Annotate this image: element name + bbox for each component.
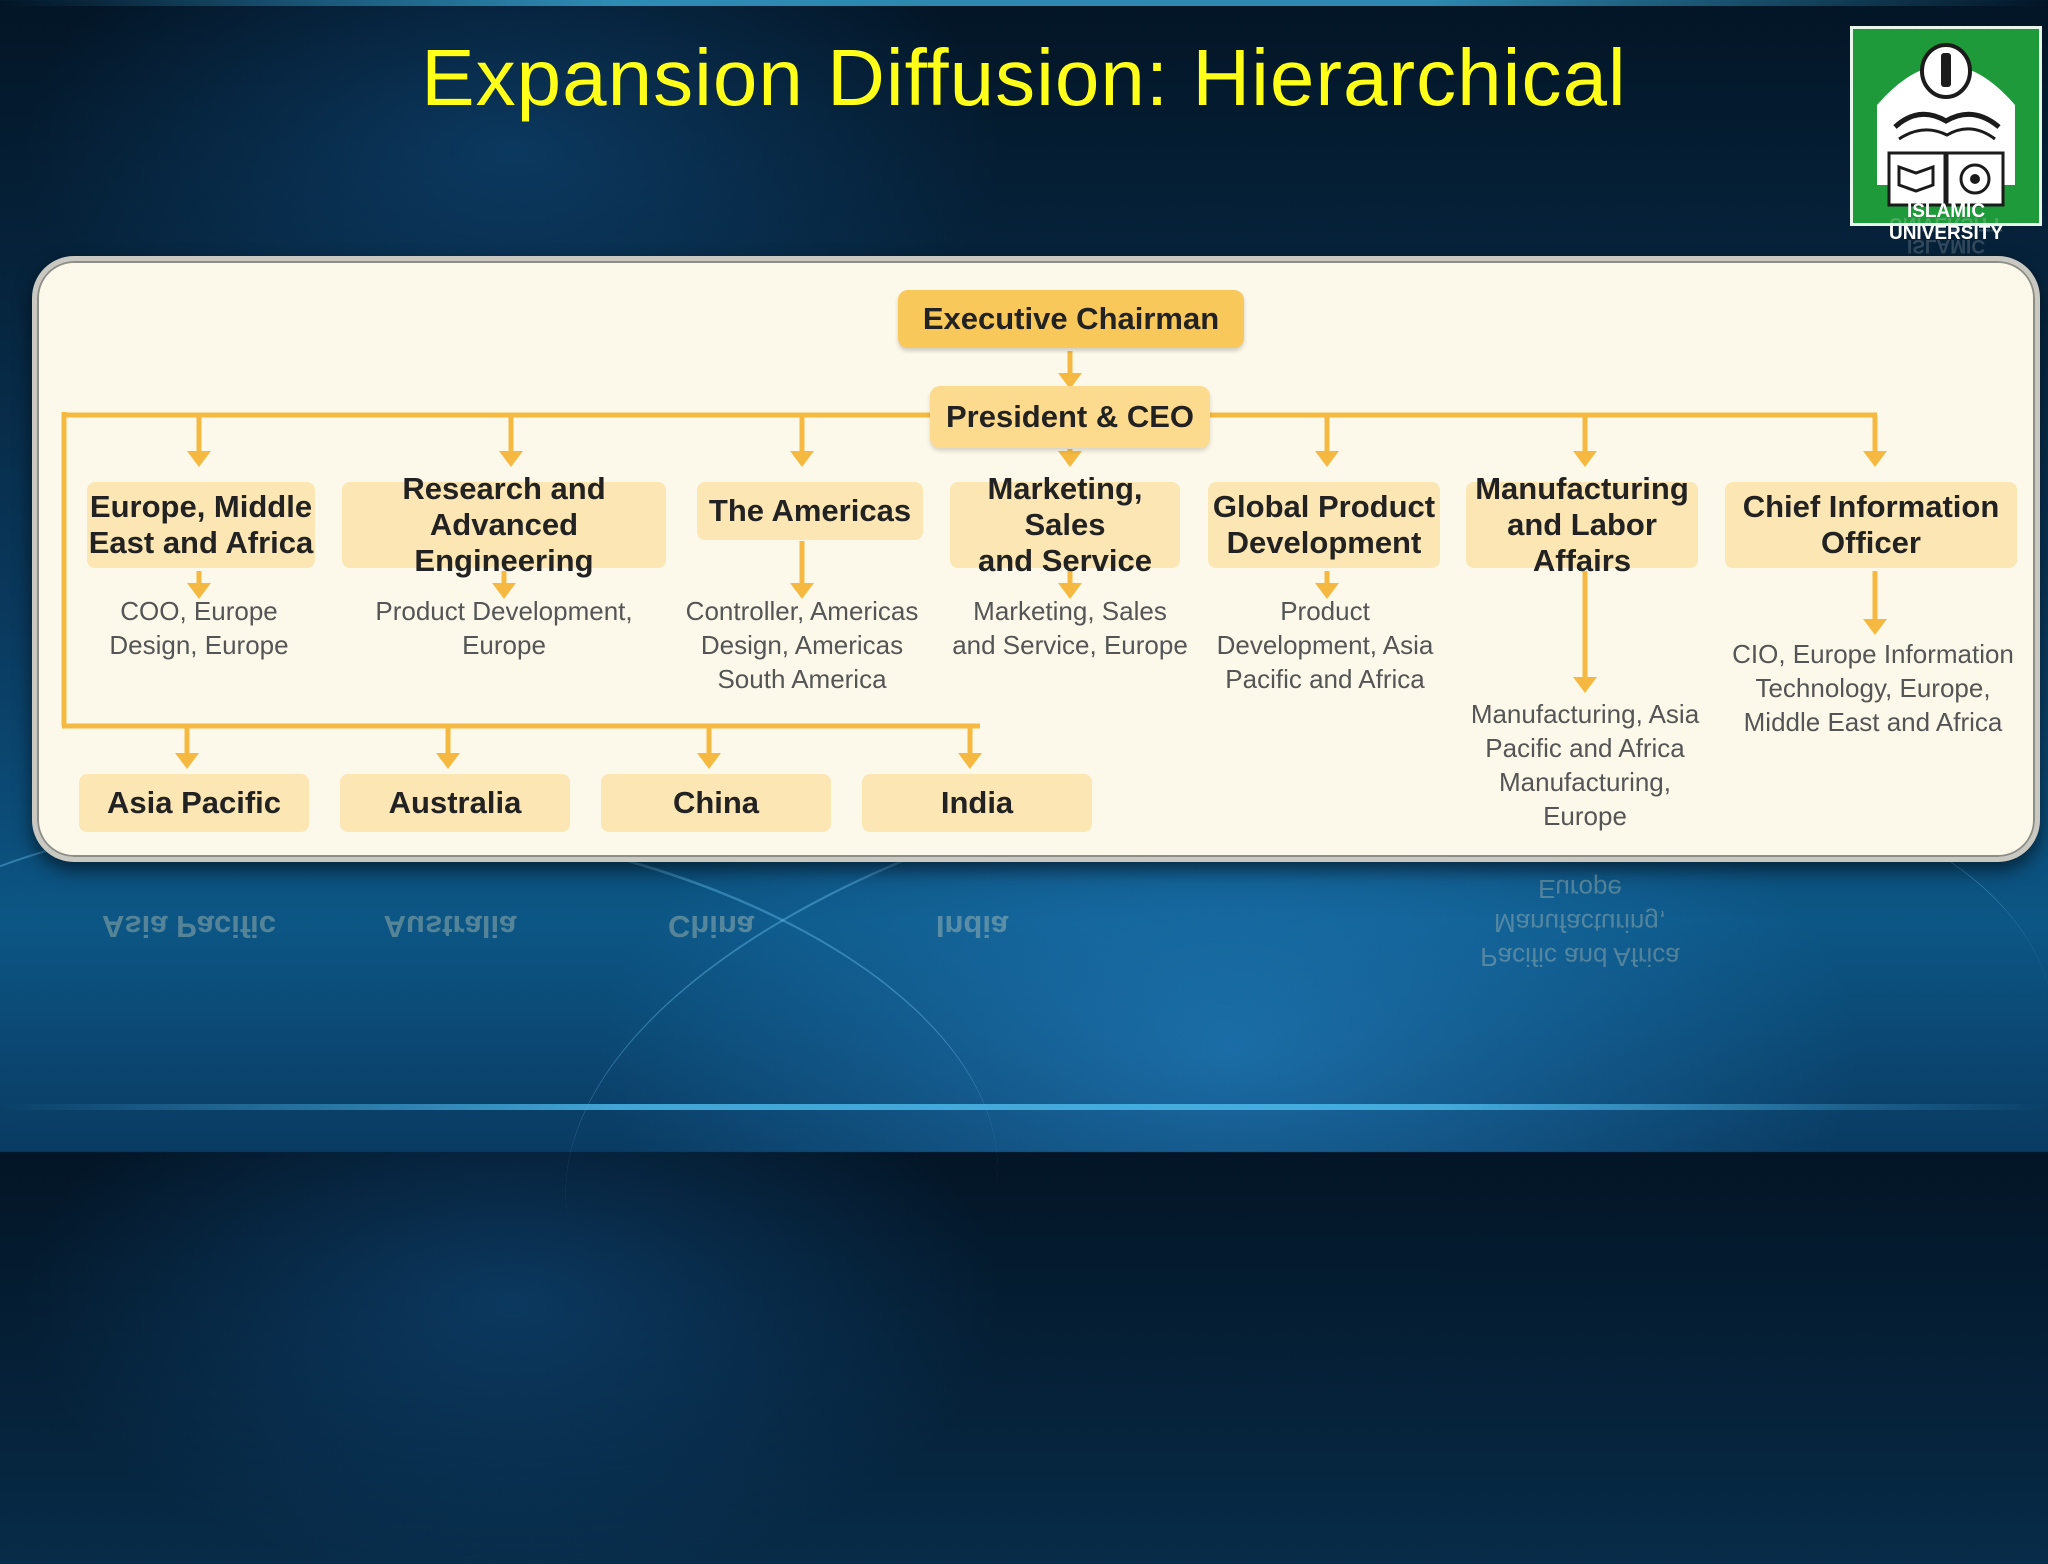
region-box-china: China [601,774,831,832]
division-label: Manufacturing [1475,471,1689,506]
division-label: The Americas [708,493,912,528]
division-label: Marketing, Sales [987,471,1143,542]
subunit-text: South America [717,664,887,694]
subunit-text: Technology, Europe, [1755,673,1991,703]
division-box: Chief Information Officer [1725,482,2017,568]
subunit-text: Europe [1543,801,1627,831]
region-box-australia: Australia [340,774,570,832]
reflection-text: Australia [383,909,517,944]
division-box: Manufacturing and Labor Affairs [1466,471,1698,578]
subunit-text: Manufacturing, Asia [1470,699,1700,729]
executive-chairman-box: Executive Chairman [898,290,1244,348]
division-label: East and Africa [88,525,314,560]
subunit-text: and Service, Europe [952,630,1188,660]
division-label: and Labor Affairs [1507,507,1657,578]
division-subunits: Product Development, Europe [357,594,651,662]
division-box: Research and Advanced Engineering [342,471,666,578]
division-label: Research and [402,471,606,506]
division-box: The Americas [697,482,923,540]
subunit-text: COO, Europe [120,596,278,626]
reflection-subtext: Pacific and Africa Manufacturing, Europe [1450,872,1710,974]
division-label: and Service [977,543,1153,578]
subunit-text: Design, Americas [700,630,904,660]
subunit-text: Design, Europe [109,630,289,660]
reflection-text: China [667,909,755,944]
subunit-text: Middle East and Africa [1743,707,2003,737]
top-accent-line [0,0,2048,6]
division-label: Advanced Engineering [414,507,594,578]
subunit-text: CIO, Europe Information [1732,639,2014,669]
university-emblem-icon [1877,43,2015,207]
reflection-text: Asia Pacific [101,909,277,944]
logo-text: ISLAMIC UNIVERSITY [1888,201,2004,244]
logo-reflection: ISLAMIC UNIVERSITY [1850,213,2042,256]
division-subunits: COO, Europe Design, Europe [79,594,319,662]
division-subunits: Manufacturing, Asia Pacific and Africa M… [1455,697,1715,833]
division-box: Marketing, Sales and Service [950,471,1180,578]
division-box: Europe, Middle East and Africa [87,482,315,568]
subunit-text: Product Development, [375,596,633,626]
division-subunits: Product Development, Asia Pacific and Af… [1200,594,1450,696]
reflection-text: India [935,909,1009,944]
division-label: Europe, Middle [89,489,313,524]
division-label: Global Product [1212,489,1436,524]
subunit-text: Marketing, Sales [973,596,1167,626]
subunit-text: Product [1280,596,1370,626]
division-box: Global Product Development [1208,482,1440,568]
region-box-asia-pacific: Asia Pacific [79,774,309,832]
org-chart-panel: Executive Chairman President & CEO Europ… [32,256,2040,862]
university-logo: ISLAMIC UNIVERSITY [1850,26,2042,244]
subunit-text: Pacific and Africa [1485,733,1685,763]
subunit-text: Pacific and Africa [1225,664,1425,694]
subunit-text: Europe [462,630,546,660]
division-subunits: Marketing, Sales and Service, Europe [940,594,1200,662]
logo-reflection-text: ISLAMIC UNIVERSITY [1888,213,2004,256]
division-label: Development [1226,525,1422,560]
subunit-text: Controller, Americas [685,596,919,626]
region-box-india: India [862,774,1092,832]
subunit-text: Development, Asia [1216,630,1434,660]
slide-title: Expansion Diffusion: Hierarchical [421,33,1627,122]
reflection-subtext-line: Europe [1538,874,1622,904]
reflection-subtext-line: Manufacturing, [1494,908,1666,938]
division-label: Chief Information [1742,489,2000,524]
reflection-subtext-line: Pacific and Africa [1480,942,1680,972]
president-ceo-box: President & CEO [930,386,1210,448]
bottom-accent-line [0,1104,2048,1110]
subunit-text: Manufacturing, [1499,767,1671,797]
division-subunits: Controller, Americas Design, Americas So… [677,594,927,696]
division-subunits: CIO, Europe Information Technology, Euro… [1723,637,2023,739]
division-label: Officer [1821,525,1921,560]
panel-reflection: Asia Pacific Australia China India Pacif… [32,872,2040,1022]
